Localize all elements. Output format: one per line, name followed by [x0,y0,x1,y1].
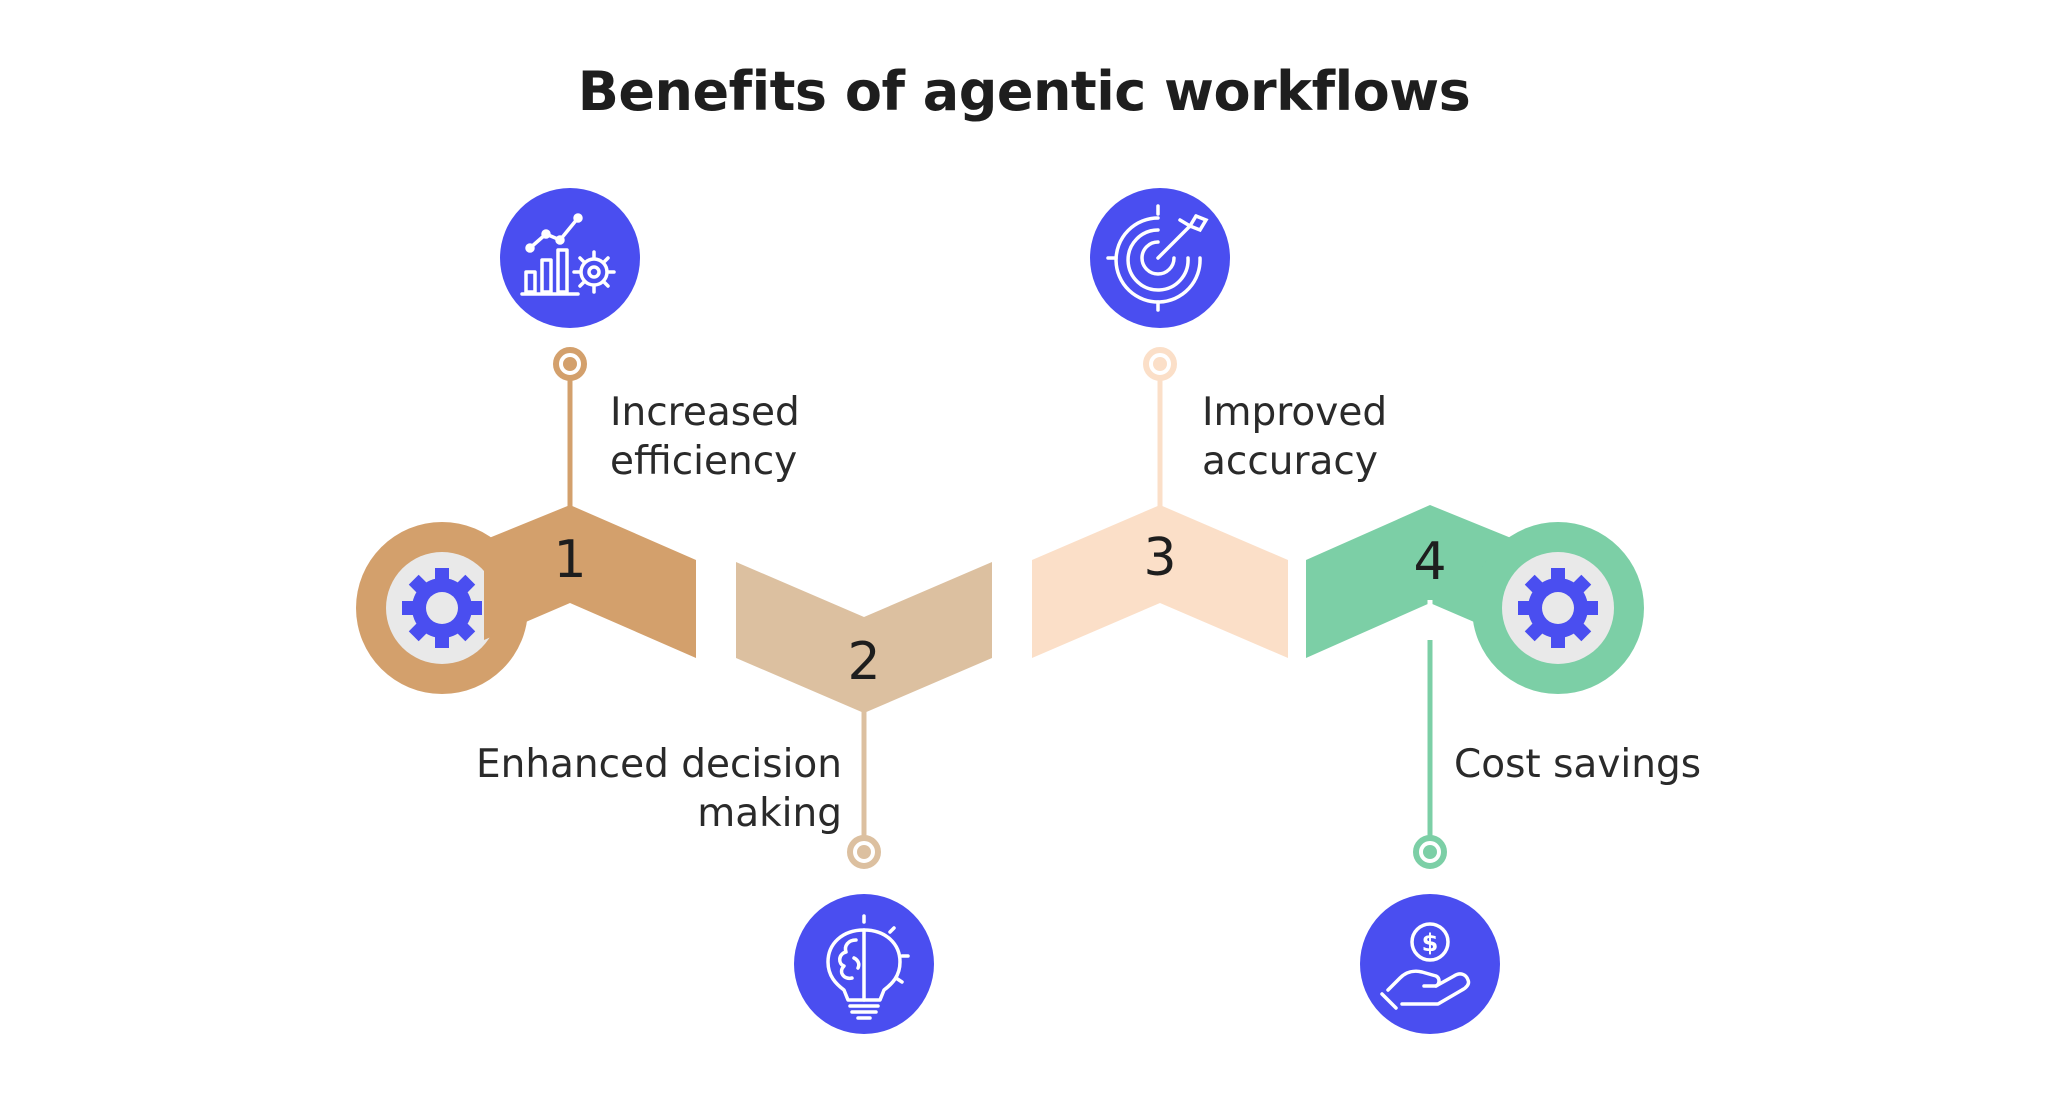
connector-dot-3-inner [1153,357,1167,371]
step-2-label-line2: making [697,791,842,836]
step-1-shape [484,505,696,658]
gear-icon [1518,568,1598,648]
step-3-label-line2: accuracy [1202,439,1378,484]
step-4-number: 4 [1413,532,1447,592]
step-2-label-line1: Enhanced decision [475,742,842,787]
step-3-number: 3 [1143,528,1177,588]
svg-text:$: $ [1422,929,1439,957]
gear-icon [402,568,482,648]
step-1-label-line1: Increased [610,390,800,435]
step-4-label-line1: Cost savings [1454,742,1702,787]
brain-lightbulb-icon [794,894,934,1034]
step-1-label: Increased efficiency [610,388,800,486]
connector-dot-2-inner [857,845,871,859]
connector-dot-1-inner [563,357,577,371]
diagram-title: Benefits of agentic workflows [577,60,1471,123]
step-2-shape [736,562,992,713]
hand-coin-icon: $ [1360,894,1500,1034]
step-1-number: 1 [553,530,587,590]
chart-gear-icon [500,188,640,328]
step-1-label-line2: efficiency [610,439,798,484]
step-2-number: 2 [847,632,881,692]
step-3-shape [1032,505,1288,658]
step-4-shape [1306,505,1516,658]
step-3-label: Improved accuracy [1202,388,1387,486]
step-4-label: Cost savings [1454,740,1701,789]
step-3-label-line1: Improved [1202,390,1388,435]
step-2-label: Enhanced decision making [380,740,842,838]
connector-dot-4-inner [1423,845,1437,859]
target-arrow-icon [1090,188,1230,328]
